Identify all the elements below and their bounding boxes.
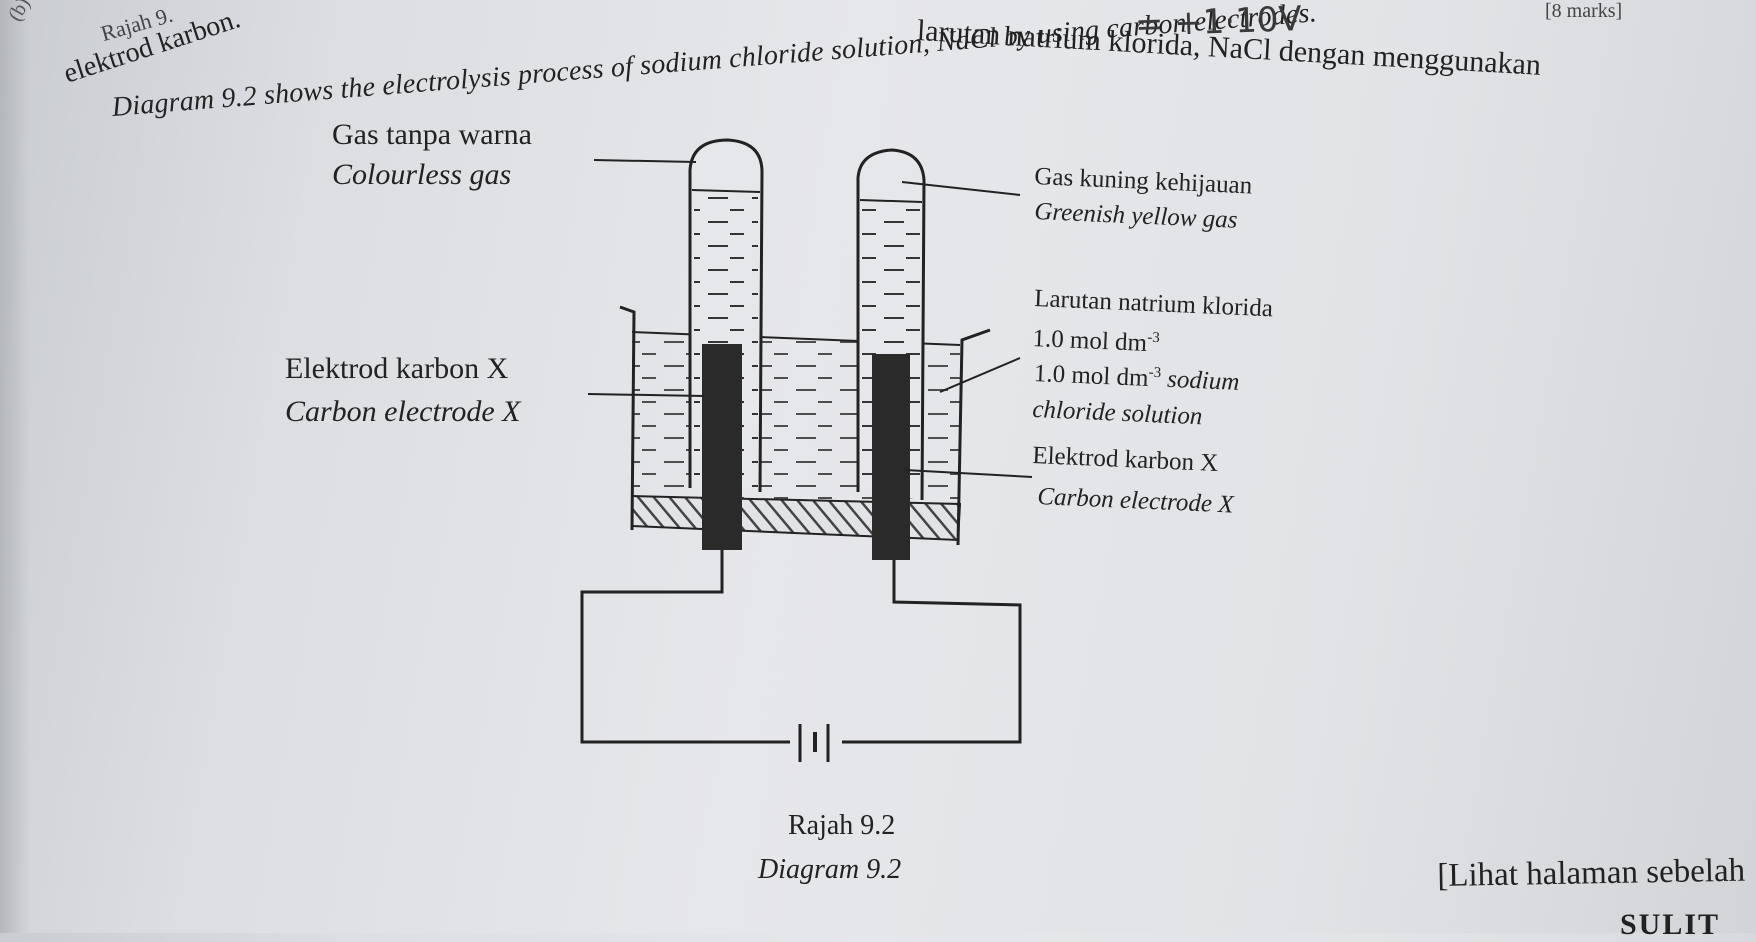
marks-label: [8 marks] bbox=[1545, 0, 1623, 22]
sulit-label: SULIT bbox=[1620, 908, 1721, 941]
battery-symbol bbox=[798, 724, 830, 762]
caption-english: Diagram 9.2 bbox=[758, 854, 902, 885]
left-electrode-label-english: Carbon electrode X bbox=[285, 395, 521, 428]
page-edge-shadow bbox=[0, 0, 30, 933]
colourless-gas-label-malay: Gas tanpa warna bbox=[332, 118, 532, 151]
electrodes bbox=[702, 344, 910, 560]
caption-malay: Rajah 9.2 bbox=[788, 810, 896, 841]
label-lines bbox=[587, 159, 1033, 478]
left-electrode-label-malay: Elektrod karbon X bbox=[285, 352, 509, 385]
colourless-gas-label-english: Colourless gas bbox=[332, 158, 512, 191]
beaker bbox=[619, 305, 991, 546]
next-page-note: [Lihat halaman sebelah bbox=[1437, 852, 1746, 894]
external-circuit bbox=[580, 550, 1022, 744]
